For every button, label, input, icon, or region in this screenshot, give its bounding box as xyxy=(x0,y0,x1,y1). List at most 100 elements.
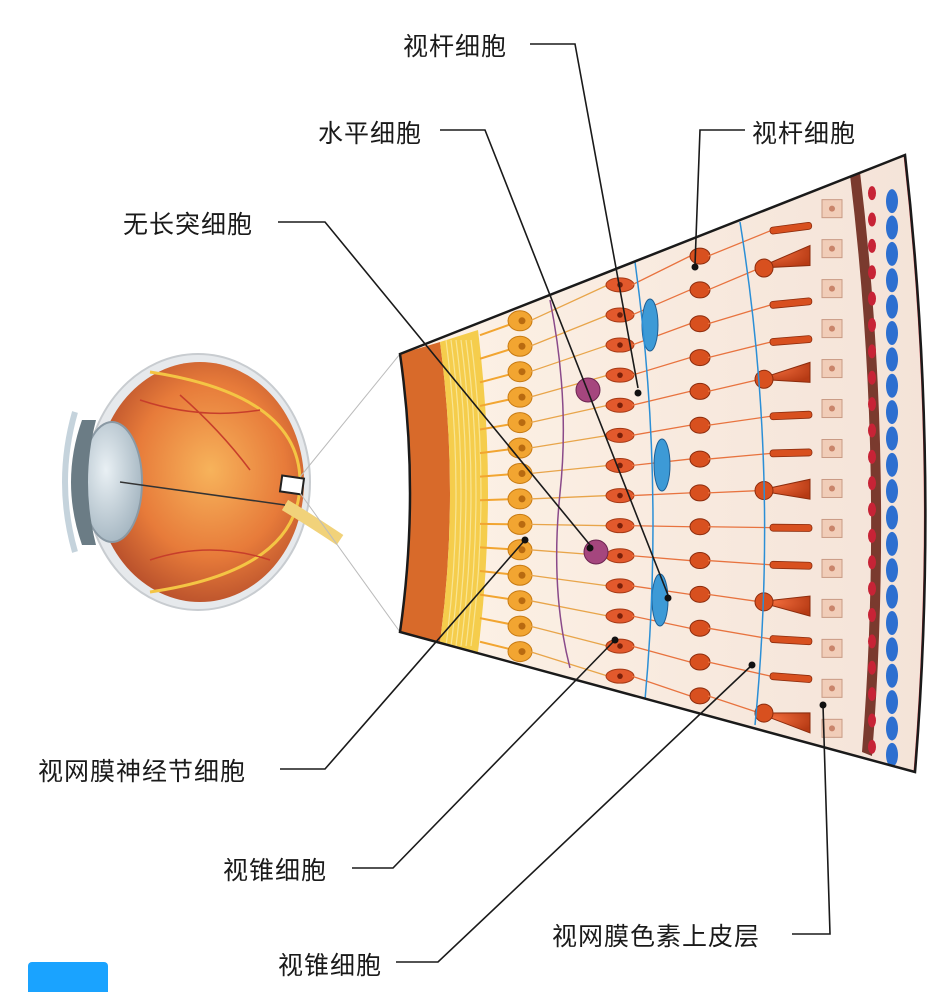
rod-outer-segment xyxy=(769,672,813,683)
label-cone-mid: 视锥细胞 xyxy=(223,856,328,885)
bipolar-nucleus xyxy=(617,462,623,469)
leader-ganglion xyxy=(280,539,526,770)
choroid-vessel-blue xyxy=(886,479,898,504)
dendrite xyxy=(529,523,609,527)
photoreceptor-nucleus xyxy=(689,281,711,299)
choroid-vessel-red xyxy=(868,291,876,306)
choroid-vessel-red xyxy=(868,212,876,227)
choroid-vessel-blue xyxy=(886,716,898,741)
bipolar-nucleus xyxy=(617,342,623,348)
choroid-vessel-blue xyxy=(886,505,898,530)
choroid-vessel-blue xyxy=(886,189,898,214)
choroid-vessel-blue xyxy=(886,663,898,688)
dendrite xyxy=(529,434,609,449)
connector xyxy=(707,415,771,426)
dendrite xyxy=(529,600,609,617)
connector xyxy=(707,452,771,460)
limiting-membrane xyxy=(739,221,766,726)
choroid-vessel-blue xyxy=(886,611,898,635)
photoreceptor-nucleus xyxy=(689,450,711,468)
choroid-vessel-red xyxy=(868,186,876,201)
photoreceptor-nucleus xyxy=(689,247,711,265)
rod-outer-segment xyxy=(769,335,813,346)
rpe-nucleus xyxy=(829,405,835,412)
dendrite xyxy=(529,344,609,373)
dendrite xyxy=(529,625,609,647)
photoreceptor-nucleus xyxy=(689,518,711,536)
label-rpe: 视网膜色素上皮层 xyxy=(552,922,761,951)
ganglion-nucleus xyxy=(518,597,526,605)
cone-cell-body xyxy=(754,258,774,278)
cone-outer-segment xyxy=(757,478,811,500)
label-amacrine-cell: 无长突细胞 xyxy=(123,210,254,239)
rpe-nucleus xyxy=(829,645,835,652)
rod-outer-segment xyxy=(769,560,813,570)
dendrite xyxy=(529,314,609,347)
label-rod-top: 视杆细胞 xyxy=(403,32,508,61)
choroid-vessel-red xyxy=(868,608,876,622)
choroid-vessel-blue xyxy=(886,584,898,609)
ganglion-nucleus xyxy=(518,342,526,350)
photoreceptor-nucleus xyxy=(689,687,711,705)
choroid-vessel-red xyxy=(868,370,876,385)
choroid-vessel-red xyxy=(868,265,876,280)
choroid-vessel-red xyxy=(868,528,876,543)
connector xyxy=(631,356,691,376)
axon-fiber xyxy=(455,339,467,647)
choroid-vessel-red xyxy=(868,397,876,412)
axon-fiber xyxy=(450,339,462,647)
choroid-vessel-red xyxy=(868,238,876,253)
leader-dots xyxy=(521,263,827,709)
dendrite xyxy=(529,574,609,587)
bipolar-nucleus xyxy=(617,552,623,559)
rpe-nucleus xyxy=(829,725,835,732)
axon-fiber xyxy=(460,339,472,647)
rod-outer-segment xyxy=(769,523,813,532)
rpe-nucleus xyxy=(829,605,835,612)
retina-section xyxy=(398,153,927,774)
ganglion-nucleus xyxy=(518,648,526,656)
connector xyxy=(707,304,771,325)
ganglion-nucleus xyxy=(518,444,526,452)
rpe-nucleus xyxy=(829,445,835,452)
choroid-vessel-blue xyxy=(886,400,898,425)
rod-outer-segment xyxy=(769,221,813,235)
choroid-vessel-red xyxy=(868,660,876,675)
choroid-vessel-red xyxy=(868,739,876,754)
bipolar-nucleus xyxy=(617,372,623,378)
nerve-fiber-layer xyxy=(400,342,450,642)
choroid-vessel-blue xyxy=(886,690,898,715)
bipolar-nucleus xyxy=(617,673,623,679)
connector xyxy=(707,559,771,566)
axon-fiber xyxy=(470,339,482,647)
connector xyxy=(631,645,691,663)
choroid-vessel-red xyxy=(868,713,876,728)
label-horizontal-cell: 水平细胞 xyxy=(318,119,423,148)
ganglion-nucleus xyxy=(518,393,526,401)
rpe-nucleus xyxy=(829,685,835,692)
connector xyxy=(631,492,691,497)
choroid-vessel-blue xyxy=(886,347,898,372)
choroid-vessel-red xyxy=(868,581,876,596)
connector xyxy=(707,378,761,393)
photoreceptor-nucleus xyxy=(689,552,711,570)
blue-tab[interactable] xyxy=(28,962,108,992)
label-ganglion-cell: 视网膜神经节细胞 xyxy=(38,757,247,786)
limiting-membrane xyxy=(634,261,654,701)
photoreceptor-nucleus xyxy=(689,585,711,603)
rod-outer-segment xyxy=(769,635,813,646)
cone-cell-body xyxy=(754,703,774,723)
ganglion-nucleus xyxy=(518,368,526,376)
choroid-vessel-blue xyxy=(886,637,898,662)
bipolar-nucleus xyxy=(617,312,623,318)
bipolar-nucleus xyxy=(617,492,623,499)
ganglion-nucleus xyxy=(518,546,526,554)
rod-outer-segment xyxy=(769,448,813,458)
bipolar-nucleus xyxy=(617,522,623,529)
ganglion-nucleus xyxy=(518,317,526,325)
dendrite xyxy=(529,374,609,398)
connector xyxy=(707,341,771,359)
choroid-vessel-red xyxy=(868,449,876,464)
connector xyxy=(631,424,691,437)
